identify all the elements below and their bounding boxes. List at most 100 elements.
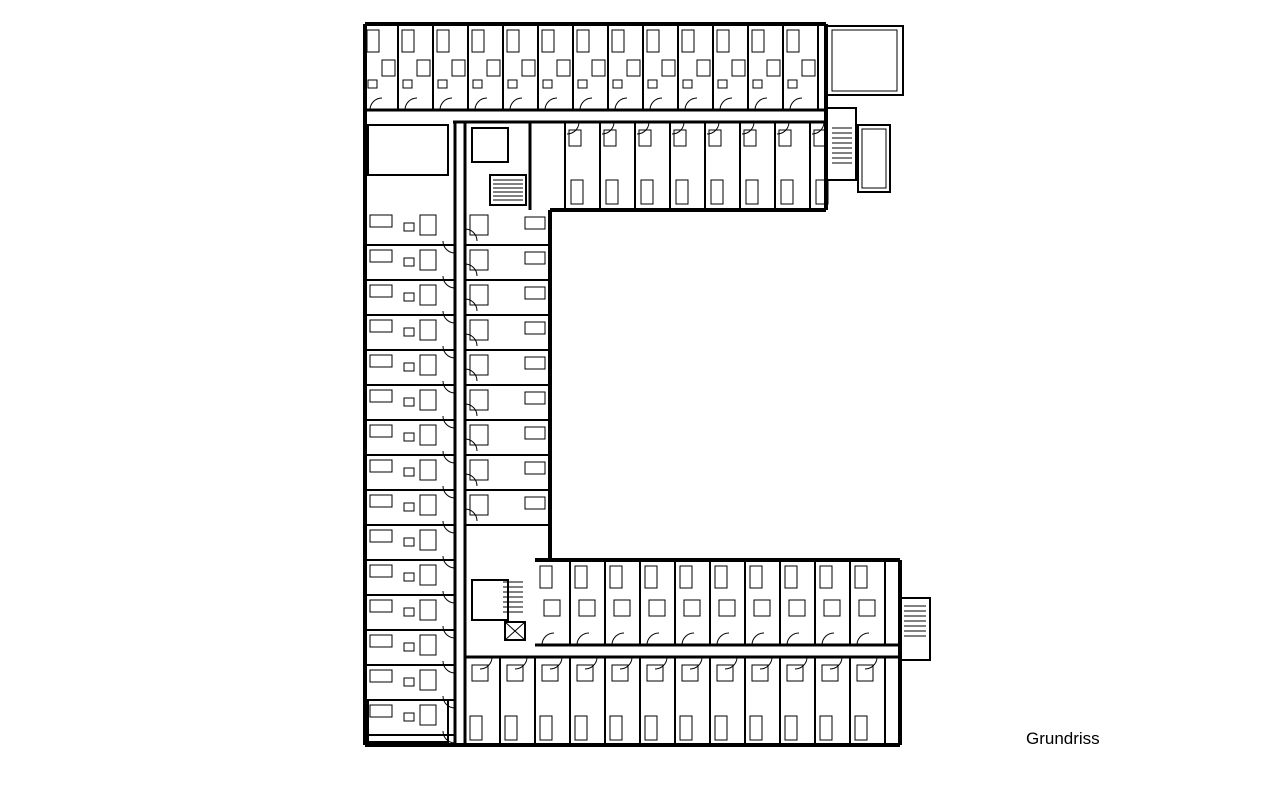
- door-swing: [442, 345, 456, 359]
- door-swing: [611, 632, 625, 646]
- desk: [403, 327, 415, 337]
- staircase: [489, 174, 527, 206]
- bathroom: [419, 459, 437, 481]
- door-swing: [671, 121, 685, 135]
- door-swing: [706, 121, 720, 135]
- bed: [369, 564, 393, 578]
- desk: [403, 642, 415, 652]
- bathroom: [469, 389, 489, 411]
- bed: [369, 319, 393, 333]
- bed: [524, 251, 546, 265]
- door-swing: [684, 97, 698, 111]
- toilet: [612, 79, 623, 89]
- door-swing: [754, 97, 768, 111]
- bathroom: [708, 129, 722, 147]
- door-swing: [681, 632, 695, 646]
- bed: [679, 565, 693, 589]
- bathroom: [613, 599, 631, 617]
- toilet: [507, 79, 518, 89]
- bed: [401, 29, 415, 53]
- bathroom: [673, 129, 687, 147]
- bathroom: [521, 59, 536, 77]
- bathroom: [611, 664, 629, 682]
- elevator-shaft: [504, 621, 526, 641]
- bed: [609, 715, 623, 741]
- bed: [646, 29, 660, 53]
- bed: [366, 29, 380, 53]
- bed: [576, 29, 590, 53]
- door-swing: [576, 632, 590, 646]
- bed: [675, 179, 689, 205]
- bed: [524, 496, 546, 510]
- bed: [784, 715, 798, 741]
- bathroom: [821, 664, 839, 682]
- balcony-inner: [861, 128, 887, 189]
- toilet: [367, 79, 378, 89]
- toilet: [752, 79, 763, 89]
- door-swing: [464, 508, 478, 522]
- bathroom: [471, 664, 489, 682]
- desk: [403, 432, 415, 442]
- desk: [403, 712, 415, 722]
- door-swing: [864, 656, 878, 670]
- door-swing: [464, 403, 478, 417]
- door-swing: [821, 632, 835, 646]
- bathroom: [469, 494, 489, 516]
- toilet: [472, 79, 483, 89]
- bathroom: [419, 599, 437, 621]
- door-swing: [786, 632, 800, 646]
- door-swing: [474, 97, 488, 111]
- door-swing: [856, 632, 870, 646]
- bed: [714, 565, 728, 589]
- desk: [403, 502, 415, 512]
- bed: [469, 715, 483, 741]
- door-swing: [479, 656, 493, 670]
- door-swing: [442, 485, 456, 499]
- door-swing: [369, 97, 383, 111]
- bed: [605, 179, 619, 205]
- bed: [819, 565, 833, 589]
- bathroom: [766, 59, 781, 77]
- bed: [749, 565, 763, 589]
- bathroom: [419, 564, 437, 586]
- door-swing: [741, 121, 755, 135]
- door-swing: [829, 656, 843, 670]
- bathroom: [469, 459, 489, 481]
- bathroom: [778, 129, 792, 147]
- bed: [854, 715, 868, 741]
- bed: [369, 354, 393, 368]
- bathroom: [661, 59, 676, 77]
- bed: [681, 29, 695, 53]
- door-swing: [794, 656, 808, 670]
- desk: [403, 257, 415, 267]
- bed: [854, 565, 868, 589]
- door-swing: [464, 438, 478, 452]
- bathroom: [718, 599, 736, 617]
- door-swing: [404, 97, 418, 111]
- bed: [369, 669, 393, 683]
- bed: [524, 461, 546, 475]
- bathroom: [603, 129, 617, 147]
- door-swing: [724, 656, 738, 670]
- bed: [784, 565, 798, 589]
- bathroom: [786, 664, 804, 682]
- door-swing: [716, 632, 730, 646]
- bed: [524, 391, 546, 405]
- bed: [471, 29, 485, 53]
- bed: [570, 179, 584, 205]
- bathroom: [469, 214, 489, 236]
- bed: [539, 715, 553, 741]
- bathroom: [801, 59, 816, 77]
- door-swing: [579, 97, 593, 111]
- bed: [716, 29, 730, 53]
- bed: [539, 565, 553, 589]
- bed: [369, 389, 393, 403]
- bathroom: [638, 129, 652, 147]
- toilet: [542, 79, 553, 89]
- bed: [819, 715, 833, 741]
- bathroom: [858, 599, 876, 617]
- bed: [369, 459, 393, 473]
- door-swing: [751, 632, 765, 646]
- door-swing: [601, 121, 615, 135]
- bed: [749, 715, 763, 741]
